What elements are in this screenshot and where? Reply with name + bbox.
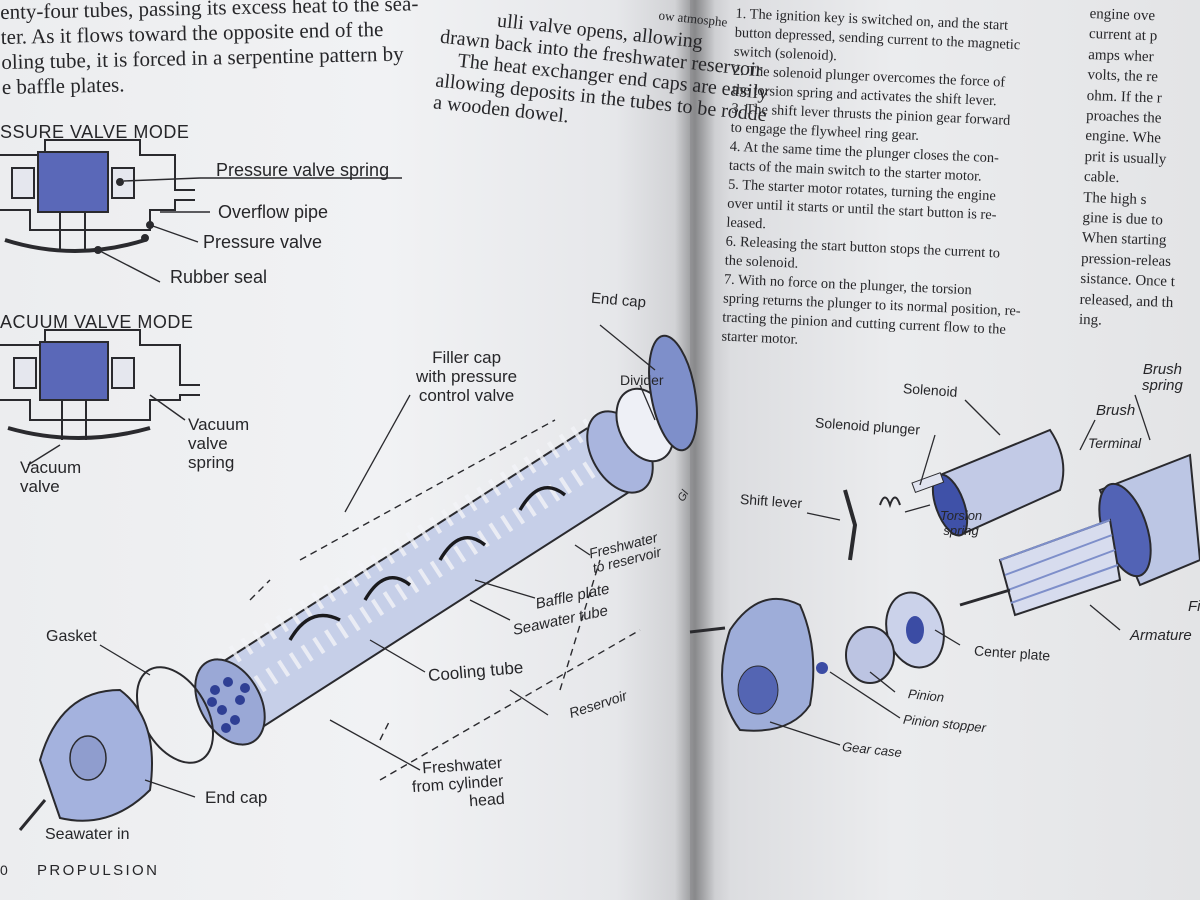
end-cap-bottom-label: End cap [205, 788, 268, 807]
terminal-label: Terminal [1088, 435, 1142, 451]
right-book-page [690, 0, 1200, 900]
right-body-column: engine ove current at p amps wher volts,… [1078, 5, 1176, 329]
pressure-mode-title: SSURE VALVE MODE [0, 122, 190, 142]
page-number: 0 [0, 862, 8, 878]
section-footer: PROPULSION [37, 862, 160, 879]
brush-spring-label: Brush spring [1142, 361, 1183, 394]
overflow-pipe-label: Overflow pipe [218, 202, 329, 222]
torsion-spring-label: Torsion spring [940, 508, 983, 538]
left-body-column-1: enty-four tubes, passing its excess heat… [0, 0, 419, 99]
brush-label: Brush [1096, 402, 1136, 419]
freshwater-from-head-label: Freshwater from cylinder head [411, 754, 506, 811]
pressure-valve-label: Pressure valve [203, 232, 323, 252]
vacuum-valve-spring-label: Vacuum valve spring [188, 415, 250, 472]
rubber-seal-label: Rubber seal [170, 267, 268, 287]
vacuum-valve-diagram [0, 329, 200, 466]
starter-steps-list: 1. The ignition key is switched on, and … [703, 4, 1088, 362]
vacuum-mode-title: ACUUM VALVE MODE [0, 312, 194, 332]
filler-cap-label: Filler cap with pressure control valve [416, 348, 518, 405]
gasket-label: Gasket [46, 628, 97, 645]
pressure-valve-diagram [0, 139, 402, 283]
field-coil-fragment-label: Fi [1188, 598, 1200, 615]
heat-exchanger-diagram [18, 324, 698, 831]
starter-motor-diagram [689, 394, 1200, 746]
pressure-valve-spring-label: Pressure valve spring [216, 160, 390, 180]
armature-label: Armature [1130, 627, 1192, 644]
seawater-in-label: Seawater in [45, 826, 130, 843]
vacuum-valve-label: Vacuum valve [20, 458, 82, 496]
divider-label: Divider [620, 372, 664, 388]
step-7: 7. With no force on the plunger, the tor… [721, 271, 1021, 348]
